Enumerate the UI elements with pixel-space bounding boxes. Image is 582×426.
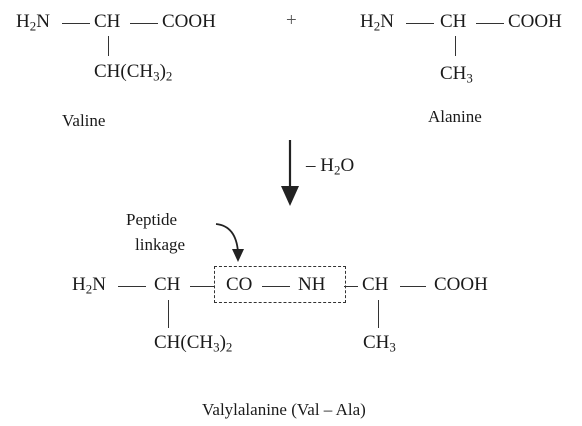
bond xyxy=(118,286,146,288)
product-amino-group: H2N xyxy=(72,274,106,297)
valine-name: Valine xyxy=(62,111,106,130)
valine-amino-group: H2N xyxy=(16,11,50,34)
bond xyxy=(344,286,358,288)
bond xyxy=(62,23,90,25)
valine-alpha-carbon: CH xyxy=(94,11,121,32)
peptide-label-line2: linkage xyxy=(135,235,186,254)
bond xyxy=(406,23,434,25)
reaction-arrow xyxy=(281,140,299,206)
alanine-amino-group: H2N xyxy=(360,11,394,34)
product-carboxyl-group: COOH xyxy=(434,274,488,295)
carbonyl-group: CO xyxy=(226,274,253,295)
bond xyxy=(168,300,170,328)
product-alpha-carbon-1: CH xyxy=(154,274,181,295)
linkage-pointer-arrow xyxy=(215,223,244,262)
bond xyxy=(190,286,214,288)
peptide-linkage-box xyxy=(214,266,346,303)
valine-carboxyl-group: COOH xyxy=(162,11,216,32)
valine-side-chain: CH(CH3)2 xyxy=(94,61,173,84)
product-side-chain-1: CH(CH3)2 xyxy=(154,332,233,355)
bond xyxy=(108,36,110,56)
bond xyxy=(476,23,504,25)
bond xyxy=(400,286,426,288)
product-side-chain-2: CH3 xyxy=(363,332,396,355)
alanine-carboxyl-group: COOH xyxy=(508,11,562,32)
plus-sign: + xyxy=(286,10,297,31)
water-elimination-label: – H2O xyxy=(306,155,355,178)
product-alpha-carbon-2: CH xyxy=(362,274,389,295)
alanine-name: Alanine xyxy=(428,107,482,126)
bond xyxy=(455,36,457,56)
dipeptide-name: Valylalanine (Val – Ala) xyxy=(202,400,366,419)
amide-nh-group: NH xyxy=(298,274,326,295)
bond xyxy=(378,300,380,328)
alanine-alpha-carbon: CH xyxy=(440,11,467,32)
bond xyxy=(130,23,158,25)
peptide-label-line1: Peptide xyxy=(126,210,177,229)
bond xyxy=(262,286,290,288)
alanine-side-chain: CH3 xyxy=(440,63,473,86)
